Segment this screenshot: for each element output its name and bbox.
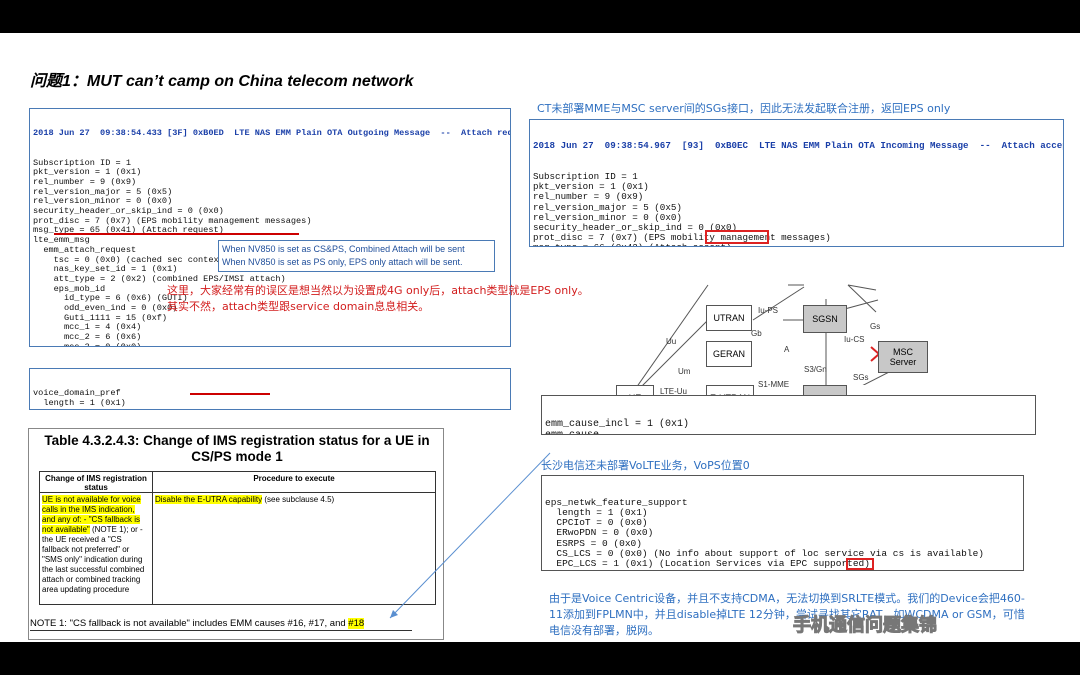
attach-request-line: mcc_2 = 6 (0x6) <box>33 332 142 343</box>
emm-cause-lines: emm_cause_incl = 1 (0x1)emm_cause cause_… <box>545 419 1032 434</box>
attach-accept-log: 2018 Jun 27 09:38:54.967 [93] 0xB0EC LTE… <box>529 119 1064 247</box>
attach-request-line: rel_version_major = 5 (0x5) <box>33 186 173 197</box>
feature-support-log: eps_netwk_feature_support length = 1 (0x… <box>541 475 1024 571</box>
emm-cause-log: emm_cause_incl = 1 (0x1)emm_cause cause_… <box>541 395 1036 435</box>
a-label: A <box>784 345 790 354</box>
ct-comment: CT未部署MME与MSC server间的SGs接口，因此无法发起联合注册，返回… <box>537 102 951 115</box>
attach-accept-line: rel_number = 9 (0x9) <box>533 191 644 203</box>
ims-status-table: Table 4.3.2.4.3: Change of IMS registrat… <box>28 428 444 640</box>
attach-request-log: 2018 Jun 27 09:38:54.433 [3F] 0xB0ED LTE… <box>29 108 511 347</box>
uu-label: Uu <box>666 337 677 346</box>
attach-request-line: msg_type = 65 (0x41) (Attach request) <box>33 225 224 236</box>
table-cell-status-rest: (NOTE 1); or - the UE received a "CS fal… <box>42 525 145 594</box>
table-note: NOTE 1: "CS fallback is not available" i… <box>30 618 365 629</box>
feature-support-line: ERwoPDN = 0 (0x0) <box>545 527 654 539</box>
feature-support-line: EMC_BS = 0 (0x0) (Emergency bearer servi… <box>545 569 1020 570</box>
attach-request-line: lte_emm_msg <box>33 235 90 246</box>
table-cell-procedure: Disable the E-UTRA capability (see subcl… <box>155 495 431 505</box>
table-note-hl: #18 <box>348 618 365 629</box>
s1mme-label: S1-MME <box>758 380 790 389</box>
watermark: 手机通信问题集锦 <box>793 615 938 637</box>
attach-request-line: mcc_1 = 4 (0x4) <box>33 322 142 333</box>
voice-domain-log: voice_domain_pref length = 1 (0x1) UE_us… <box>29 368 511 410</box>
iucs-label: Iu-CS <box>844 335 865 344</box>
table-title: Table 4.3.2.4.3: Change of IMS registrat… <box>44 433 430 464</box>
attach-request-line: nas_key_set_id = 1 (0x1) <box>33 264 178 275</box>
voice-domain-lines: voice_domain_pref length = 1 (0x1) UE_us… <box>33 388 507 409</box>
attach-accept-line: security_header_or_skip_ind = 0 (0x0) <box>533 222 737 234</box>
attach-request-line: att_type = 2 (0x2) (combined EPS/IMSI at… <box>33 273 286 284</box>
lteuu-label: LTE-Uu <box>660 387 687 396</box>
attach-accept-line: prot_disc = 7 (0x7) (EPS mobility manage… <box>533 232 831 244</box>
table-col1-header: Change of IMS registration status <box>45 474 147 492</box>
feature-support-line: ESRPS = 0 (0x0) <box>545 537 642 549</box>
emm-cause-line: emm_cause <box>545 430 1032 434</box>
attach-request-line: prot_disc = 7 (0x7) (EPS mobility manage… <box>33 215 312 226</box>
attach-request-line: pkt_version = 1 (0x1) <box>33 167 142 178</box>
attach-request-line: eps_mob_id <box>33 283 106 294</box>
feature-support-line: CPCIoT = 0 (0x0) <box>545 517 648 529</box>
voice-centric-underline <box>190 393 270 395</box>
red-comment-1: 这里，大家经常有的误区是想当然以为设置成4G only后，attach类型就是E… <box>167 284 589 297</box>
voice-domain-line: voice_domain_pref <box>33 388 121 399</box>
attach-request-header: 2018 Jun 27 09:38:54.433 [3F] 0xB0ED LTE… <box>33 128 511 139</box>
s3gn-label: S3/Gn <box>804 365 827 374</box>
slide: 问题1：MUT can’t camp on China telecom netw… <box>0 33 1080 642</box>
attach-request-line: security_header_or_skip_ind = 0 (0x0) <box>33 206 224 217</box>
red-comment-2: 其实不然，attach类型跟service domain息息相关。 <box>167 300 430 313</box>
attach-accept-line: pkt_version = 1 (0x1) <box>533 181 649 193</box>
table-col2-header: Procedure to execute <box>253 474 335 483</box>
attach-request-line: Subscription ID = 1 <box>33 157 131 168</box>
msc-server-node: MSC Server <box>878 341 928 373</box>
attach-accept-line: rel_version_minor = 0 (0x0) <box>533 211 682 223</box>
feature-support-line: CS_LCS = 0 (0x0) (No info about support … <box>545 548 984 560</box>
page-title: 问题1：MUT can’t camp on China telecom netw… <box>30 73 414 90</box>
changsha-comment: 长沙电信还未部署VoLTE业务，VoPS位置0 <box>541 459 750 472</box>
attach-request-line: tsc = 0 (0x0) (cached sec context) <box>33 254 229 265</box>
feature-support-lines: eps_netwk_feature_support length = 1 (0x… <box>545 496 1020 570</box>
geran-node: GERAN <box>706 341 752 367</box>
emm-cause-line: emm_cause_incl = 1 (0x1) <box>545 419 690 430</box>
voice-domain-line: UE_usage_setting = 0 (0x0) (Voice centri… <box>33 408 507 409</box>
gb-label: Gb <box>751 329 762 338</box>
nv850-note-line-1: When NV850 is set as CS&PS, Combined Att… <box>222 244 465 254</box>
table-note-text: NOTE 1: "CS fallback is not available" i… <box>30 618 349 629</box>
um-label: Um <box>678 367 691 376</box>
attach-accept-line: Subscription ID = 1 <box>533 171 638 183</box>
voice-domain-line: length = 1 (0x1) <box>33 398 126 409</box>
attach-accept-line: rel_version_major = 5 (0x5) <box>533 201 682 213</box>
feature-support-line: EPC_LCS = 1 (0x1) (Location Services via… <box>545 558 870 570</box>
eps-only-highlight <box>705 230 769 244</box>
nv850-note: When NV850 is set as CS&PS, Combined Att… <box>218 240 495 272</box>
not-highlight <box>846 558 874 570</box>
attach-request-line: mcc_3 = 0 (0x0) <box>33 341 142 347</box>
sgs-label: SGs <box>853 373 869 382</box>
attach-request-line: rel_version_minor = 0 (0x0) <box>33 196 173 207</box>
att-type-underline <box>54 233 299 235</box>
attach-accept-header: 2018 Jun 27 09:38:54.967 [93] 0xB0EC LTE… <box>533 140 1064 152</box>
iups-label: Iu-PS <box>758 306 779 315</box>
feature-support-line: eps_netwk_feature_support <box>545 496 688 508</box>
table-cell-procedure-rest: (see subclause 4.5) <box>262 495 335 504</box>
table-grid: Change of IMS registration status Proced… <box>39 471 436 605</box>
attach-request-line: id_type = 6 (0x6) (GUTI) <box>33 293 188 304</box>
attach-request-line: emm_attach_request <box>33 244 137 255</box>
attach-accept-line: msg_type = 66 (0x42) (Attach accept) <box>533 243 1060 246</box>
table-cell-procedure-hl: Disable the E-UTRA capability <box>155 495 263 504</box>
table-cell-status: UE is not available for voice calls in t… <box>42 495 150 595</box>
sgsn-node: SGSN <box>803 305 847 333</box>
gs-label: Gs <box>870 322 881 331</box>
bottom-comment: 由于是Voice Centric设备，并且不支持CDMA，无法切换到SRLTE模… <box>549 592 1025 637</box>
attach-request-line: rel_number = 9 (0x9) <box>33 176 137 187</box>
nv850-note-line-2: When NV850 is set as PS only, EPS only a… <box>222 257 463 267</box>
attach-request-line: Guti_1111 = 15 (0xf) <box>33 312 168 323</box>
utran-node: UTRAN <box>706 305 752 331</box>
feature-support-line: length = 1 (0x1) <box>545 506 648 518</box>
attach-request-line: odd_even_ind = 0 (0x0) <box>33 303 178 314</box>
